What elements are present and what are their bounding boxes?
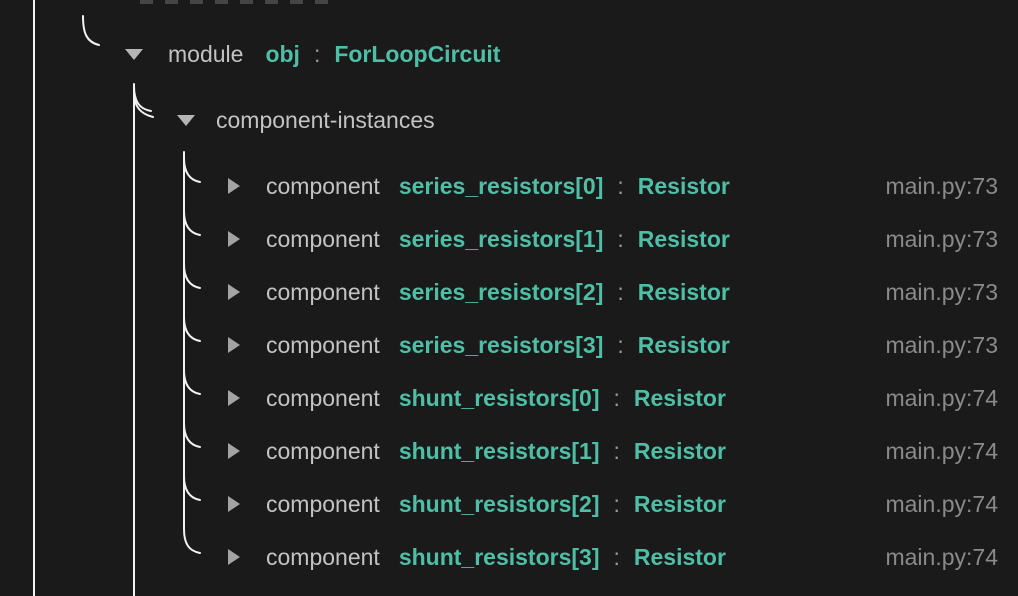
component-type: Resistor — [633, 385, 726, 411]
row-kind-label: component — [266, 491, 380, 517]
tree-row-component[interactable]: component series_resistors[0] : Resistor — [228, 169, 730, 203]
caret-right-icon[interactable] — [228, 443, 240, 459]
guide-elbow-group-a — [133, 85, 152, 112]
caret-down-icon[interactable] — [177, 114, 195, 126]
source-location[interactable]: main.py:73 — [885, 332, 998, 358]
source-location[interactable]: main.py:73 — [885, 173, 998, 199]
module-name: obj — [265, 41, 300, 67]
component-name: shunt_resistors[2] — [398, 491, 600, 517]
row-kind-label: component — [266, 173, 380, 199]
tree-row-component[interactable]: component series_resistors[3] : Resistor — [228, 328, 730, 362]
component-name: series_resistors[1] — [398, 226, 604, 252]
source-location[interactable]: main.py:73 — [885, 226, 998, 252]
guide-elbow-component-2 — [183, 263, 201, 289]
tree-row-component[interactable]: component shunt_resistors[2] : Resistor — [228, 487, 726, 521]
guide-elbow-component-6 — [183, 475, 201, 501]
separator-colon: : — [617, 332, 624, 358]
caret-right-icon[interactable] — [228, 496, 240, 512]
separator-colon: : — [617, 173, 624, 199]
source-location[interactable]: main.py:74 — [885, 491, 998, 517]
caret-right-icon[interactable] — [228, 337, 240, 353]
source-location[interactable]: main.py:74 — [885, 544, 998, 570]
component-type: Resistor — [633, 544, 726, 570]
component-name: shunt_resistors[1] — [398, 438, 600, 464]
caret-down-icon[interactable] — [125, 48, 143, 60]
tree-row-component[interactable]: component shunt_resistors[0] : Resistor — [228, 381, 726, 415]
source-location[interactable]: main.py:74 — [885, 385, 998, 411]
caret-right-icon[interactable] — [228, 231, 240, 247]
caret-right-icon[interactable] — [228, 178, 240, 194]
component-name: series_resistors[0] — [398, 173, 604, 199]
caret-right-icon[interactable] — [228, 284, 240, 300]
separator-colon: : — [313, 41, 321, 67]
component-name: series_resistors[2] — [398, 279, 604, 305]
tree-row-module[interactable]: module obj : ForLoopCircuit — [125, 37, 500, 71]
guide-elbow-component-1 — [183, 210, 201, 236]
row-kind-label: component — [266, 385, 380, 411]
component-type: Resistor — [637, 332, 730, 358]
group-label: component-instances — [216, 107, 435, 133]
component-type: Resistor — [637, 279, 730, 305]
caret-right-icon[interactable] — [228, 549, 240, 565]
row-kind-label: component — [266, 279, 380, 305]
component-type: Resistor — [637, 173, 730, 199]
tree-row-component[interactable]: component shunt_resistors[3] : Resistor — [228, 540, 726, 574]
separator-colon: : — [613, 438, 620, 464]
module-type: ForLoopCircuit — [334, 41, 501, 67]
row-kind-label: component — [266, 226, 380, 252]
caret-right-icon[interactable] — [228, 390, 240, 406]
guide-elbow-module — [82, 15, 100, 46]
component-type: Resistor — [637, 226, 730, 252]
row-kind-label: component — [266, 332, 380, 358]
guide-elbow-component-3 — [183, 316, 201, 342]
tree-row-component[interactable]: component series_resistors[2] : Resistor — [228, 275, 730, 309]
row-kind-label: component — [266, 544, 380, 570]
guide-elbow-component-0 — [183, 157, 201, 183]
component-type: Resistor — [633, 491, 726, 517]
component-type: Resistor — [633, 438, 726, 464]
guide-line-components — [183, 151, 201, 554]
row-kind-label: component — [266, 438, 380, 464]
separator-colon: : — [613, 385, 620, 411]
tree-row-component[interactable]: component series_resistors[1] : Resistor — [228, 222, 730, 256]
tree-row-component-instances[interactable]: component-instances — [177, 103, 435, 137]
tree-row-component[interactable]: component shunt_resistors[1] : Resistor — [228, 434, 726, 468]
component-name: shunt_resistors[0] — [398, 385, 600, 411]
source-location[interactable]: main.py:73 — [885, 279, 998, 305]
source-location[interactable]: main.py:74 — [885, 438, 998, 464]
separator-colon: : — [613, 491, 620, 517]
row-kind-label: module — [168, 41, 244, 67]
guide-elbow-group-b — [133, 92, 154, 118]
clipped-row-above — [140, 0, 338, 4]
separator-colon: : — [617, 226, 624, 252]
separator-colon: : — [617, 279, 624, 305]
guide-elbow-component-4 — [183, 369, 201, 395]
component-name: shunt_resistors[3] — [398, 544, 600, 570]
separator-colon: : — [613, 544, 620, 570]
guide-elbow-component-5 — [183, 422, 201, 448]
component-name: series_resistors[3] — [398, 332, 604, 358]
